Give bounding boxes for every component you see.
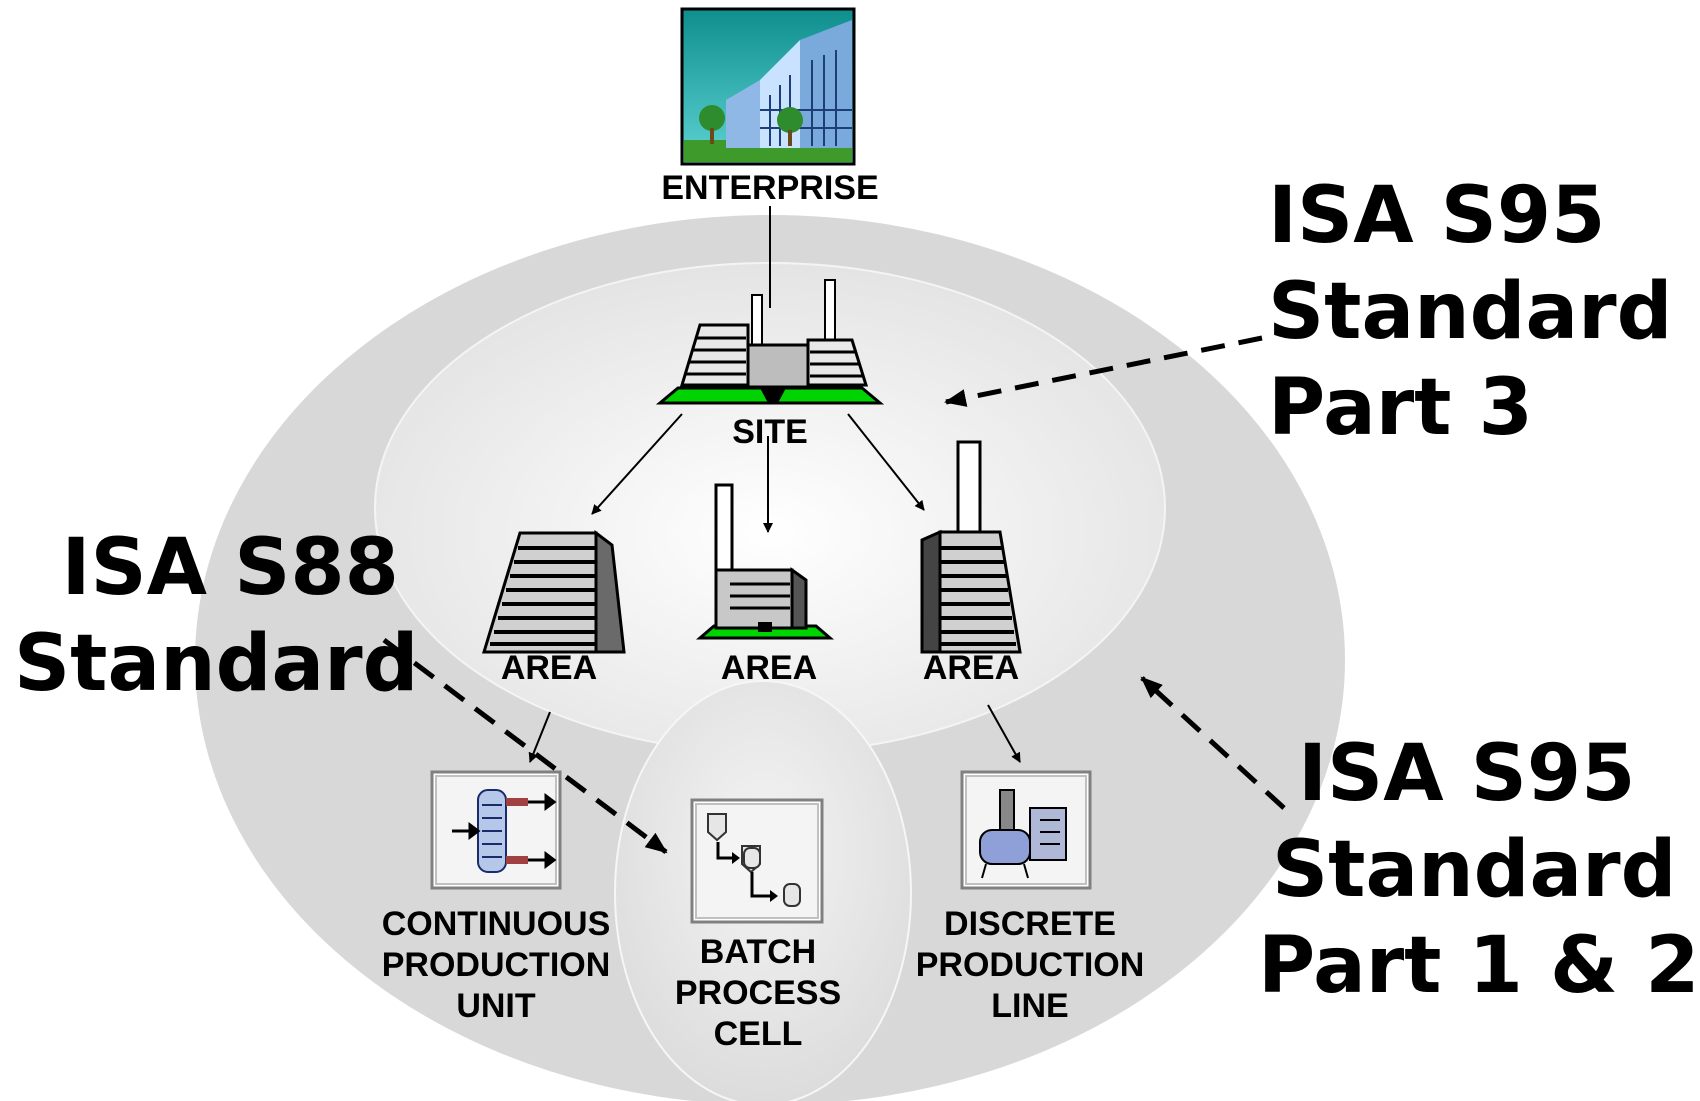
continuous-line-2: PRODUCTION (381, 945, 611, 984)
discrete-line-2: PRODUCTION (915, 945, 1145, 984)
batch-line-2: PROCESS (674, 973, 842, 1012)
continuous-line-1: CONTINUOUS (381, 905, 611, 943)
area-1-building-icon (481, 530, 626, 654)
s88-pointer (382, 638, 668, 854)
batch-line-3: CELL (713, 1014, 803, 1053)
s95-part3-line-2: Standard (1268, 267, 1673, 357)
s95-part3-line-3: Part 3 (1268, 363, 1533, 453)
s95-part12-line-1: ISA S95 (1298, 729, 1636, 819)
s95-part12-line-3: Part 1 & 2 (1258, 921, 1700, 1011)
batch-cell-label: BATCH PROCESS CELL (638, 932, 878, 1054)
area-1-label: AREA (500, 649, 598, 687)
discrete-line-label: DISCRETE PRODUCTION LINE (890, 904, 1170, 1026)
s88-callout: ISA S88 Standard (14, 520, 418, 712)
site-area1-arrow (591, 413, 683, 515)
discrete-line-1: DISCRETE (944, 905, 1116, 943)
s95-part12-pointer (1140, 676, 1286, 810)
s95-part3-pointer (944, 335, 1263, 407)
continuous-line-3: UNIT (456, 986, 536, 1025)
enterprise-label: ENTERPRISE (661, 169, 879, 207)
site-area3-arrow (847, 413, 925, 511)
area-3-label: AREA (922, 649, 1020, 687)
area-2-label: AREA (720, 649, 818, 687)
site-factory-icon (655, 279, 885, 405)
area-3-tower-icon (920, 440, 1022, 654)
s88-line-2: Standard (14, 619, 419, 709)
s95-part12-line-2: Standard (1272, 825, 1677, 915)
continuous-unit-icon (430, 770, 562, 890)
s95-part12-callout: ISA S95 Standard Part 1 & 2 (1258, 726, 1700, 1014)
s95-part3-callout: ISA S95 Standard Part 3 (1268, 168, 1672, 456)
area-2-factory-icon (695, 483, 835, 640)
area1-continuous-arrow (528, 711, 551, 763)
enterprise-building-icon (680, 7, 856, 166)
batch-cell-icon (690, 798, 824, 924)
discrete-line-3: LINE (991, 986, 1069, 1025)
batch-line-1: BATCH (699, 933, 817, 971)
continuous-unit-label: CONTINUOUS PRODUCTION UNIT (356, 904, 636, 1026)
site-label: SITE (732, 413, 808, 451)
discrete-line-icon (960, 770, 1092, 890)
s88-line-1: ISA S88 (61, 523, 399, 613)
s95-part3-line-1: ISA S95 (1268, 171, 1606, 261)
area3-discrete-arrow (987, 704, 1021, 763)
